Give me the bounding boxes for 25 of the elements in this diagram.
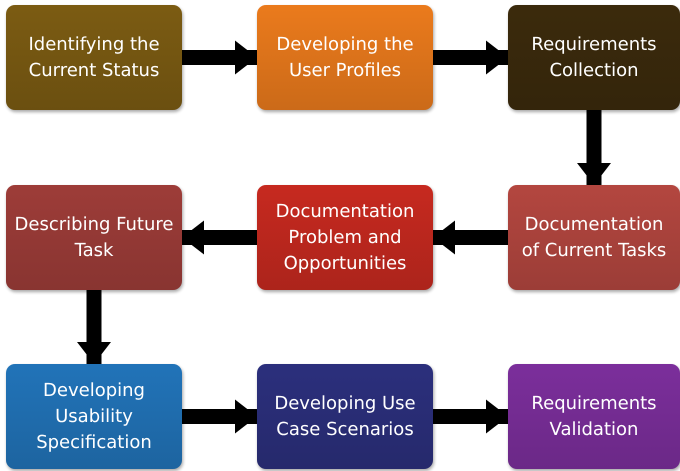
- process-box: [6, 5, 182, 110]
- process-box: [257, 185, 433, 290]
- step-label: Developing the User Profiles: [275, 32, 415, 82]
- step-label: Developing Use Case Scenarios: [273, 392, 417, 442]
- arrow: [182, 220, 257, 254]
- step-label: Describing Future Task: [14, 212, 174, 262]
- arrow: [433, 40, 508, 74]
- step-label: Requirements Validation: [530, 392, 658, 442]
- step-label: Requirements Collection: [530, 32, 658, 82]
- process-box: [257, 364, 433, 469]
- arrow: [433, 220, 508, 254]
- process-box: [257, 5, 433, 110]
- step-label: Developing Usability Specification: [35, 378, 153, 454]
- step-label: Identifying the Current Status: [27, 32, 161, 82]
- arrow: [182, 40, 257, 74]
- step-label: Documentation Problem and Opportunities: [274, 200, 416, 276]
- arrow: [182, 400, 257, 434]
- process-box: [508, 5, 680, 110]
- process-box: [508, 185, 680, 290]
- process-box: [6, 185, 182, 290]
- arrow: [77, 290, 111, 364]
- arrow: [577, 110, 611, 185]
- step-label: Documentation of Current Tasks: [520, 212, 668, 262]
- process-box: [508, 364, 680, 469]
- process-box: [6, 364, 182, 469]
